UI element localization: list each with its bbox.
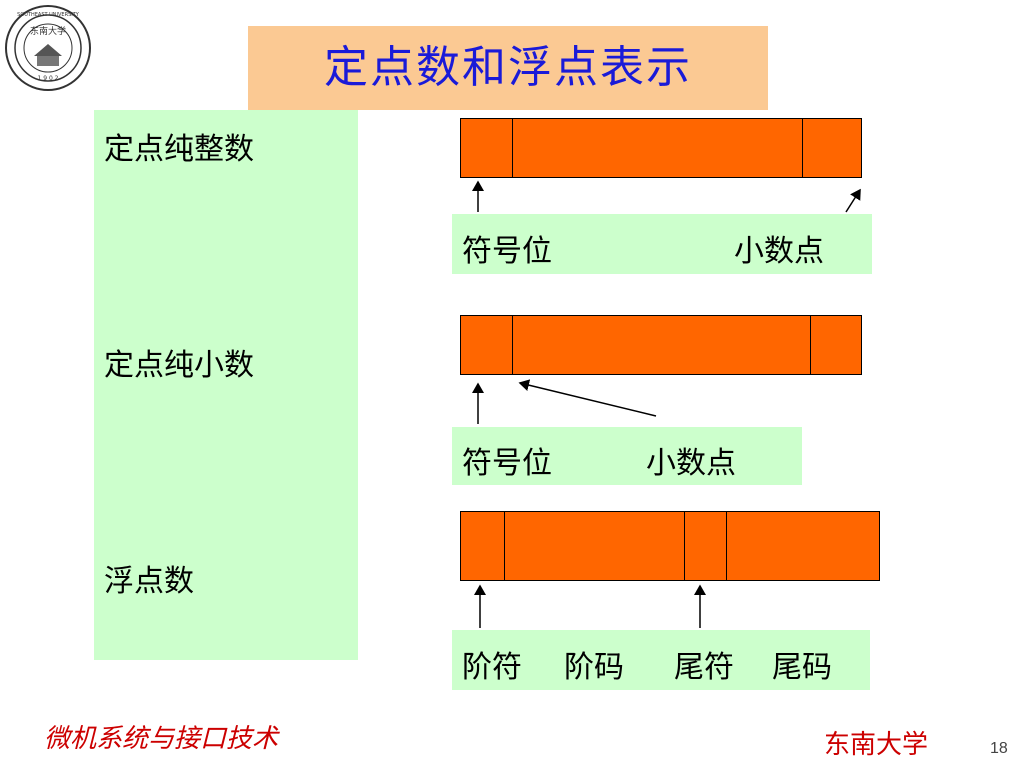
svg-text:东南大学: 东南大学 — [30, 25, 66, 37]
label-fixed-fraction: 定点纯小数 — [104, 348, 254, 383]
svg-text:1 9 0 2: 1 9 0 2 — [38, 75, 59, 82]
page-number: 18 — [990, 740, 1008, 757]
course-name: 微机系统与接口技术 — [44, 724, 279, 754]
svg-text:SOUTHEAST UNIVERSITY: SOUTHEAST UNIVERSITY — [17, 12, 80, 18]
float-format-bar — [460, 511, 880, 581]
sign-divider — [512, 119, 513, 177]
integer-format-bar — [460, 118, 862, 178]
fraction-caption-box — [452, 427, 802, 485]
mantissa-sign-label: 尾符 — [674, 650, 734, 685]
exponent-divider — [684, 512, 685, 580]
university-name: 东南大学 — [824, 730, 929, 760]
mantissa-sign-divider — [726, 512, 727, 580]
left-label-panel — [94, 110, 358, 660]
end-divider — [810, 316, 811, 374]
exponent-sign-label: 阶符 — [462, 650, 522, 685]
fraction-point-label: 小数点 — [646, 446, 736, 481]
point-divider — [802, 119, 803, 177]
float-caption-box — [452, 630, 870, 690]
arrow-fraction-point — [518, 379, 657, 417]
label-fixed-integer: 定点纯整数 — [104, 132, 254, 167]
label-floating-point: 浮点数 — [104, 564, 194, 599]
mantissa-label: 尾码 — [772, 650, 832, 685]
integer-point-label: 小数点 — [734, 234, 824, 269]
integer-sign-label: 符号位 — [462, 234, 552, 269]
title-background — [248, 26, 768, 110]
slide-title: 定点数和浮点表示 — [324, 42, 692, 93]
integer-caption-box — [452, 214, 872, 274]
exponent-label: 阶码 — [564, 650, 624, 685]
exponent-sign-divider — [504, 512, 505, 580]
fraction-sign-label: 符号位 — [462, 446, 552, 481]
fraction-format-bar — [460, 315, 862, 375]
arrow-integer-point — [845, 188, 861, 213]
sign-divider — [512, 316, 513, 374]
university-logo: 东南大学 1 9 0 2 SOUTHEAST UNIVERSITY — [5, 5, 91, 91]
